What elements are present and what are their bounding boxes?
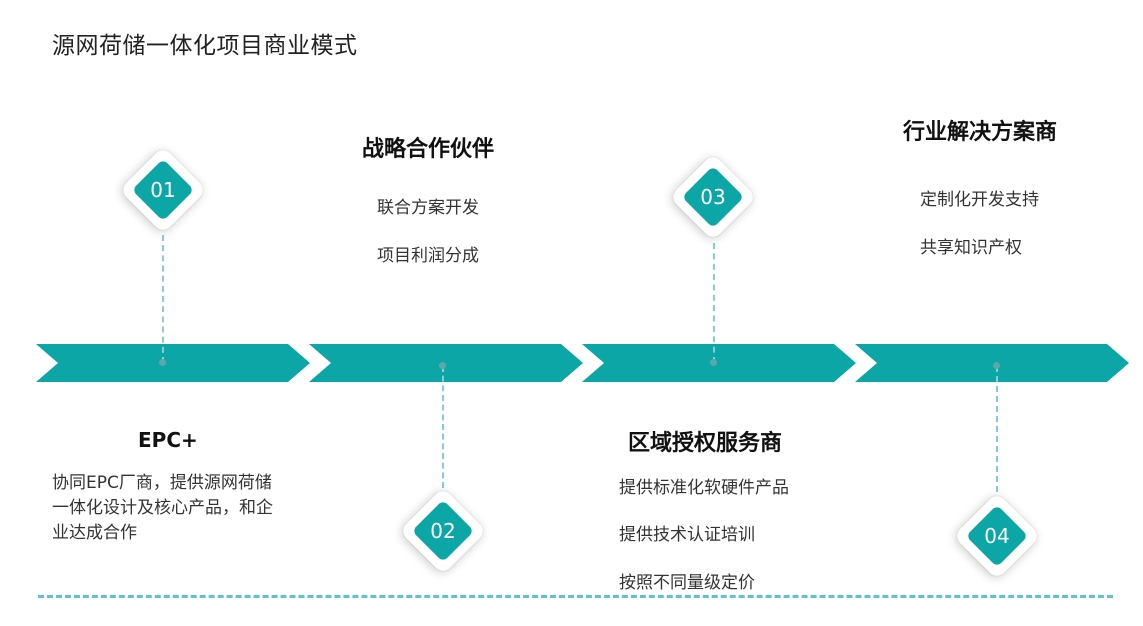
step-description-01: 协同EPC厂商，提供源网荷储一体化设计及核心产品，和企业达成合作: [52, 473, 273, 543]
connector-dot-01: [159, 359, 166, 366]
step-item-02-2: 项目利润分成: [377, 246, 479, 266]
step-heading-04: 行业解决方案商: [903, 120, 1058, 145]
connector-line-01: [162, 235, 164, 363]
timeline-segment-4: [855, 344, 1129, 382]
step-item-03-1: 提供标准化软硬件产品: [619, 478, 789, 498]
connector-line-02: [442, 366, 444, 488]
step-item-03-2: 提供技术认证培训: [619, 525, 755, 545]
page-title: 源网荷储一体化项目商业模式: [52, 33, 358, 59]
step-item-03-3: 按照不同量级定价: [619, 573, 755, 593]
step-number-02: 02: [430, 519, 456, 543]
connector-line-04: [996, 366, 998, 492]
step-item-04-1: 定制化开发支持: [920, 190, 1039, 210]
connector-dot-03: [710, 359, 717, 366]
step-heading-01: EPC+: [138, 428, 198, 452]
connector-line-03: [713, 243, 715, 363]
connector-dot-04: [993, 362, 1000, 369]
step-number-01: 01: [150, 178, 176, 202]
step-heading-03: 区域授权服务商: [628, 431, 783, 456]
step-number-04: 04: [984, 524, 1010, 548]
step-item-04-2: 共享知识产权: [920, 238, 1022, 258]
connector-dot-02: [439, 362, 446, 369]
timeline-segment-2: [309, 344, 583, 382]
bottom-dashed-divider: [38, 595, 1113, 598]
timeline-segment-3: [582, 344, 856, 382]
step-item-02-1: 联合方案开发: [377, 198, 479, 218]
timeline-segment-1: [36, 344, 310, 382]
step-number-03: 03: [700, 185, 726, 209]
step-heading-02: 战略合作伙伴: [362, 137, 495, 162]
